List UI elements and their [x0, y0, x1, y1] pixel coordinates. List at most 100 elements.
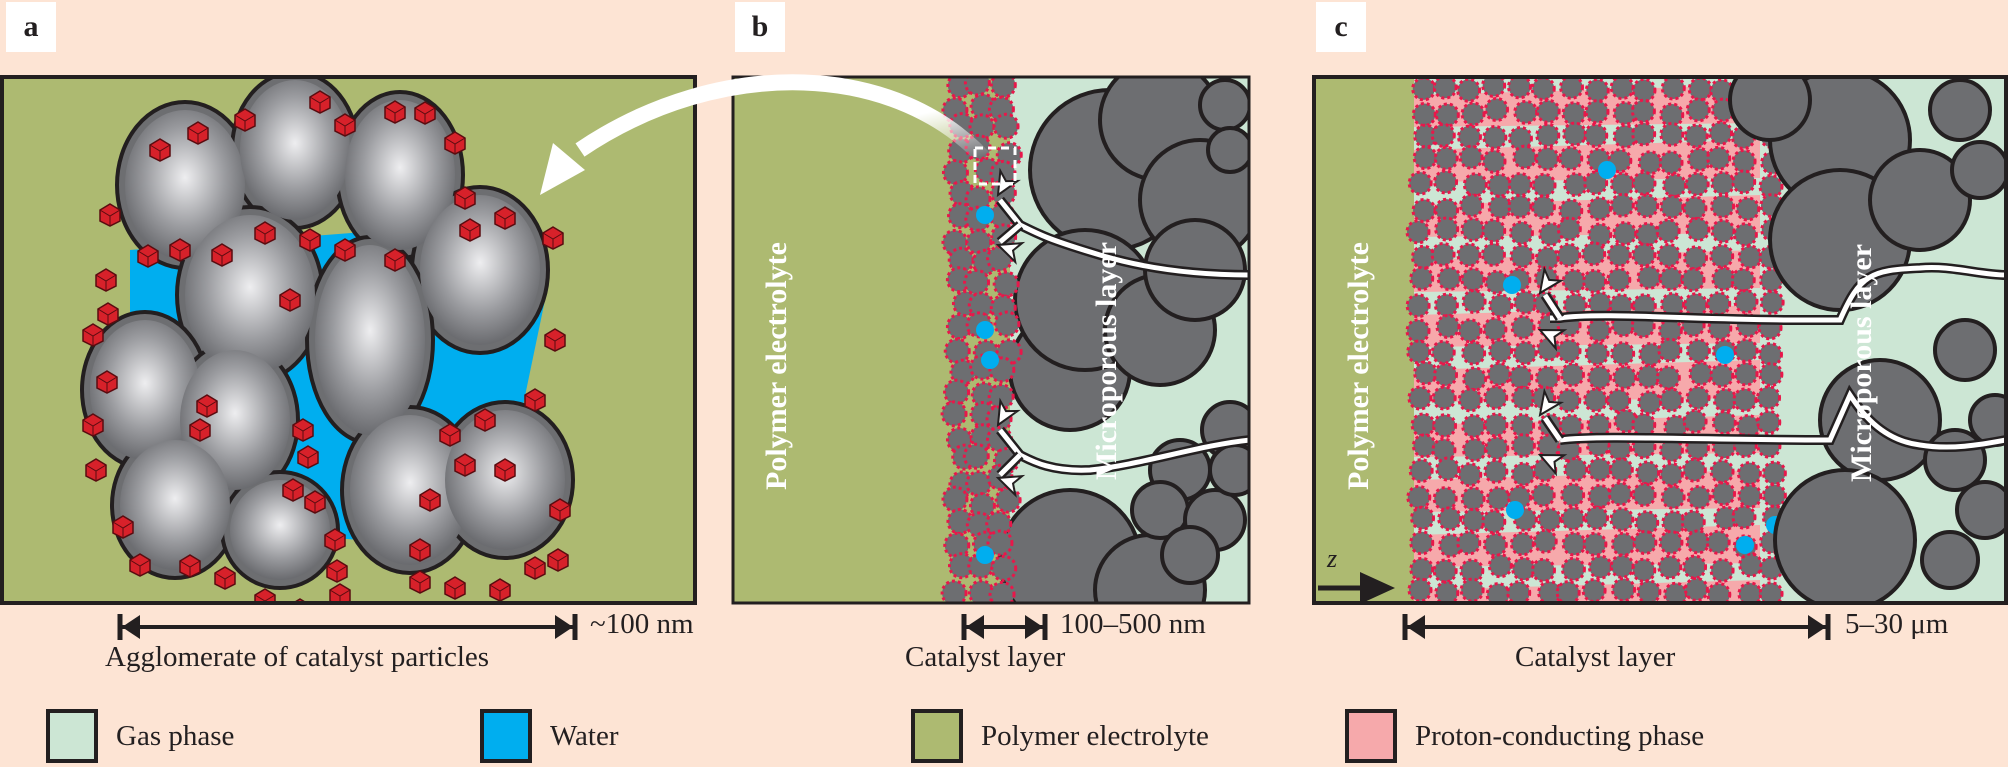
catalyst-support-particle — [940, 579, 968, 603]
catalyst-support-particle — [1631, 77, 1657, 103]
platinum-particle — [304, 490, 326, 514]
platinum-particle — [297, 445, 319, 469]
catalyst-support-particle — [1730, 267, 1756, 293]
catalyst-support-particle — [1558, 198, 1584, 224]
catalyst-support-particle — [1688, 361, 1714, 387]
carbon-particle — [90, 320, 200, 460]
platinum-particle — [282, 478, 304, 502]
platinum-particle — [409, 570, 431, 594]
water-droplet — [1503, 276, 1521, 294]
z-axis-arrowhead — [1360, 572, 1395, 603]
catalyst-support-particle — [1556, 216, 1582, 242]
platinum-particle — [97, 302, 119, 326]
catalyst-support-particle — [1607, 436, 1633, 462]
catalyst-support-particle — [1583, 170, 1609, 196]
catalyst-support-particle — [1581, 241, 1607, 267]
catalyst-support-particle — [1410, 505, 1436, 531]
catalyst-support-particle — [1432, 558, 1458, 584]
catalyst-support-particle — [1655, 365, 1681, 391]
catalyst-support-particle — [986, 529, 1014, 557]
catalyst-support-particle — [1457, 387, 1483, 413]
platinum-particle — [549, 498, 571, 522]
catalyst-support-particle — [967, 579, 995, 603]
panel-a-frame — [0, 75, 697, 605]
catalyst-support-particle — [1634, 510, 1660, 536]
carbon-particle — [120, 440, 230, 570]
platinum-particle — [324, 528, 346, 552]
catalyst-support-particle — [1530, 482, 1556, 508]
gas-pore — [998, 453, 1022, 477]
catalyst-support-particle — [1680, 509, 1706, 535]
catalyst-support-particle — [1456, 242, 1482, 268]
catalyst-support-particle — [1587, 196, 1613, 222]
arrow-head — [1538, 265, 1565, 295]
panel-c-frame — [1312, 75, 2008, 605]
catalyst-support-particle — [1737, 244, 1763, 270]
catalyst-support-particle — [1659, 194, 1685, 220]
catalyst-support-particle — [1530, 194, 1556, 220]
catalyst-support-particle — [1636, 264, 1662, 290]
platinum-particle — [459, 218, 481, 242]
catalyst-support-particle — [1459, 193, 1485, 219]
platinum-particle — [414, 101, 436, 125]
catalyst-support-particle — [1457, 318, 1483, 344]
catalyst-support-particle — [1507, 125, 1533, 151]
platinum-particle — [384, 100, 406, 124]
catalyst-support-particle — [1481, 509, 1507, 535]
catalyst-support-particle — [1630, 98, 1656, 124]
catalyst-support-particle — [1606, 242, 1632, 268]
platinum-particle — [85, 458, 107, 482]
catalyst-support-particle — [1759, 289, 1785, 315]
catalyst-agglomerate — [80, 77, 575, 590]
arrow-head — [1538, 387, 1565, 417]
catalyst-support-particle — [1609, 192, 1635, 218]
water-droplet — [981, 351, 999, 369]
catalyst-support-particle — [1709, 557, 1735, 583]
catalyst-support-particle — [1560, 506, 1586, 532]
water-droplet — [1506, 501, 1524, 519]
catalyst-support-particle — [1655, 218, 1681, 244]
catalyst-support-particle — [1487, 553, 1513, 579]
catalyst-support-particle — [1507, 193, 1533, 219]
platinum-particle — [384, 248, 406, 272]
catalyst-support-particle — [992, 270, 1020, 298]
catalyst-support-particle — [1462, 366, 1488, 392]
catalyst-support-particle — [1432, 486, 1458, 512]
catalyst-support-particle — [988, 580, 1016, 603]
legend-swatch-proton — [1345, 709, 1397, 763]
catalyst-support-particle — [1587, 222, 1613, 248]
catalyst-support-particle — [1758, 362, 1784, 388]
gas-pores-b — [995, 167, 1249, 498]
platinum-particle — [326, 559, 348, 583]
catalyst-support-particle — [1758, 174, 1784, 200]
mpl-particle — [1198, 78, 1249, 132]
catalyst-support-particle — [1513, 99, 1539, 125]
catalyst-support-particle — [1535, 98, 1561, 124]
catalyst-support-particle — [1634, 193, 1660, 219]
catalyst-support-particle — [1559, 362, 1585, 388]
catalyst-support-particle — [1411, 77, 1437, 102]
catalyst-support-particle — [1581, 578, 1607, 603]
catalyst-support-particle — [1682, 245, 1708, 271]
gas-pore — [998, 198, 1249, 278]
catalyst-support-particle — [1433, 169, 1459, 195]
catalyst-support-particle — [1609, 171, 1635, 197]
catalyst-support-particle — [1510, 413, 1536, 439]
catalyst-support-particle — [1531, 172, 1557, 198]
arrow-head — [996, 397, 1021, 428]
catalyst-support-particle — [1682, 408, 1708, 434]
catalyst-support-particle — [1410, 412, 1436, 438]
gas-pores-c — [1537, 262, 2006, 477]
catalyst-support-particle — [1709, 458, 1735, 484]
platinum-particle — [299, 228, 321, 252]
catalyst-support-particle — [1460, 267, 1486, 293]
catalyst-support-particle — [1680, 267, 1706, 293]
catalyst-support-particle — [1534, 146, 1560, 172]
catalyst-support-particle — [1709, 363, 1735, 389]
catalyst-support-particle — [941, 159, 969, 187]
legend-swatch-gas — [46, 709, 98, 763]
catalyst-support-particle — [1710, 193, 1736, 219]
zoom-region-marker — [973, 146, 1017, 186]
mpl-particle — [1933, 318, 1997, 382]
panel-b-frame — [731, 75, 1251, 605]
